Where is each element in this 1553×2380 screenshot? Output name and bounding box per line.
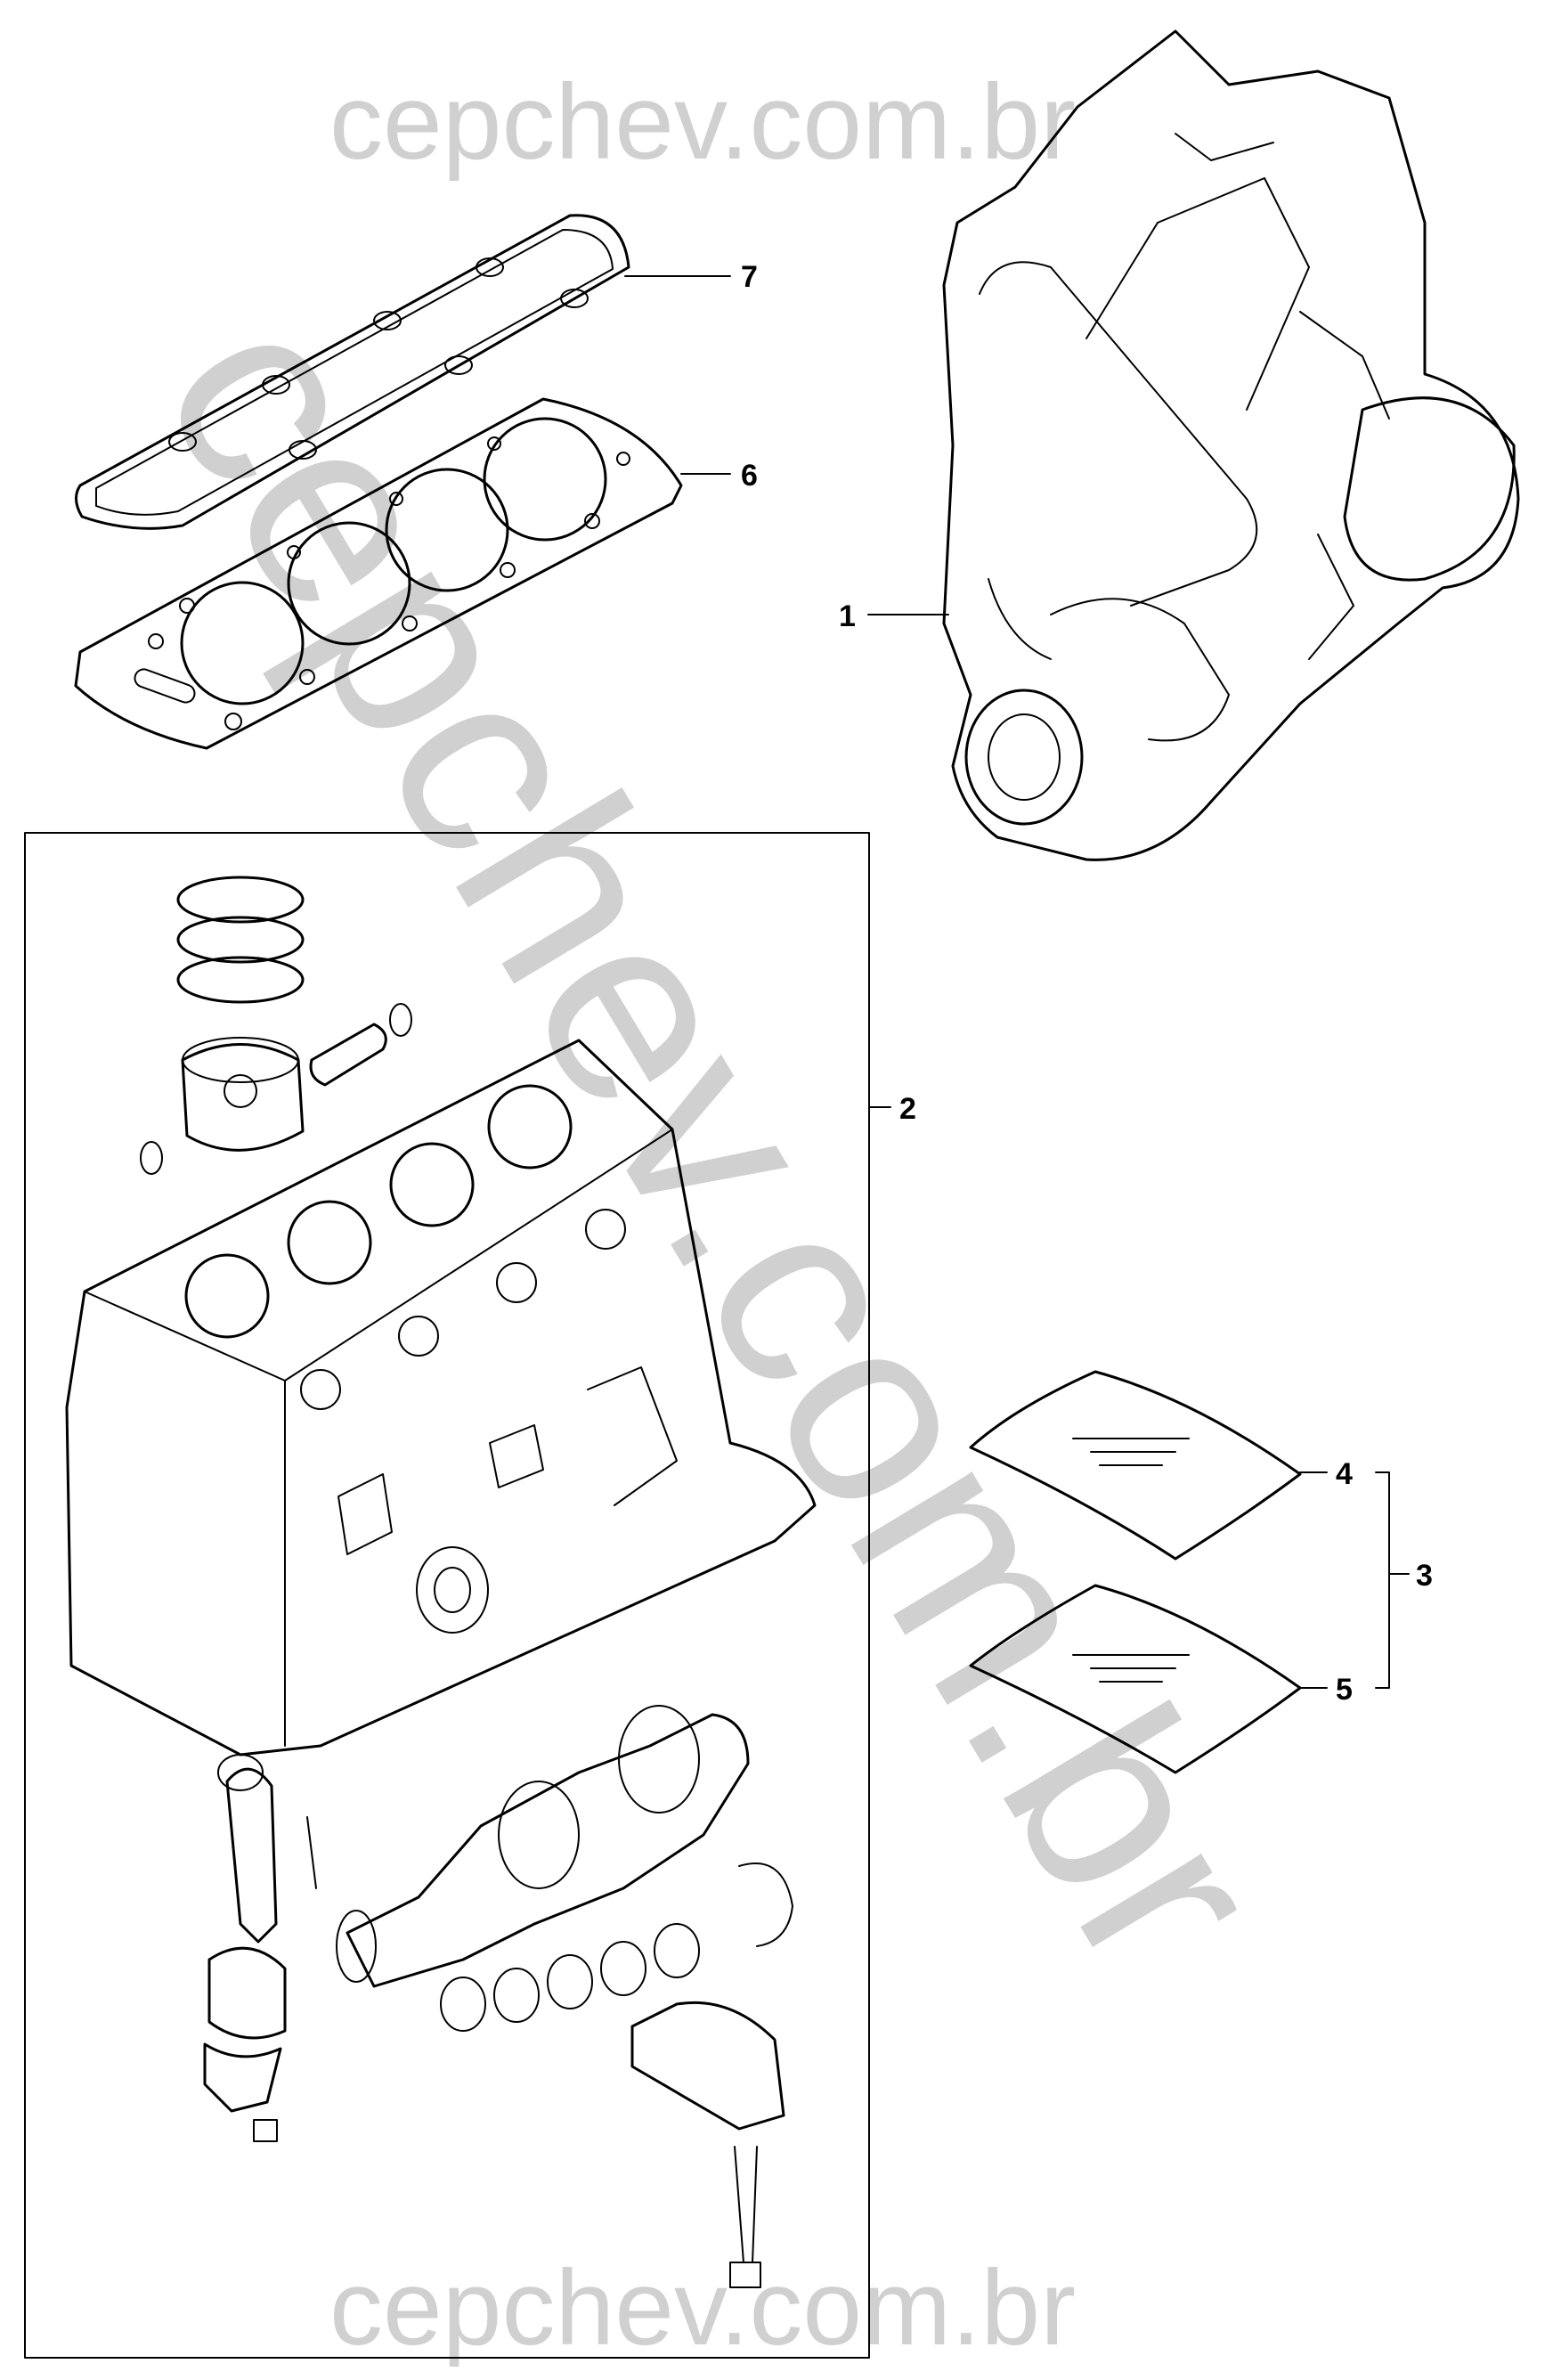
watermark-bottom: cepchev.com.br <box>329 2248 1076 2368</box>
short-block-frame <box>24 832 870 2359</box>
short-block-icon <box>65 876 817 1756</box>
watermark-top: cepchev.com.br <box>329 62 1076 182</box>
piston-icon <box>140 1003 412 1175</box>
engine-assembly-icon <box>942 29 1520 861</box>
cylinder-head-gasket-icon <box>74 397 683 750</box>
bracket-3 <box>1375 1471 1390 1689</box>
callout-numbers: 7 6 1 2 4 5 3 <box>741 260 1433 1707</box>
callout-4: 4 <box>1336 1457 1353 1491</box>
crankshaft-icon <box>203 1705 793 2288</box>
callout-5: 5 <box>1336 1673 1353 1707</box>
valve-cover-gasket-icon <box>75 214 630 530</box>
callout-7: 7 <box>741 260 758 294</box>
callout-3: 3 <box>1416 1559 1433 1593</box>
callout-6: 6 <box>741 459 758 493</box>
watermark-layer: cepchev.com.br cepchev.com.br cepchev.co… <box>106 62 1325 2368</box>
leader-lines <box>624 275 1410 1689</box>
callout-1: 1 <box>839 599 856 633</box>
callout-2: 2 <box>899 1092 916 1126</box>
